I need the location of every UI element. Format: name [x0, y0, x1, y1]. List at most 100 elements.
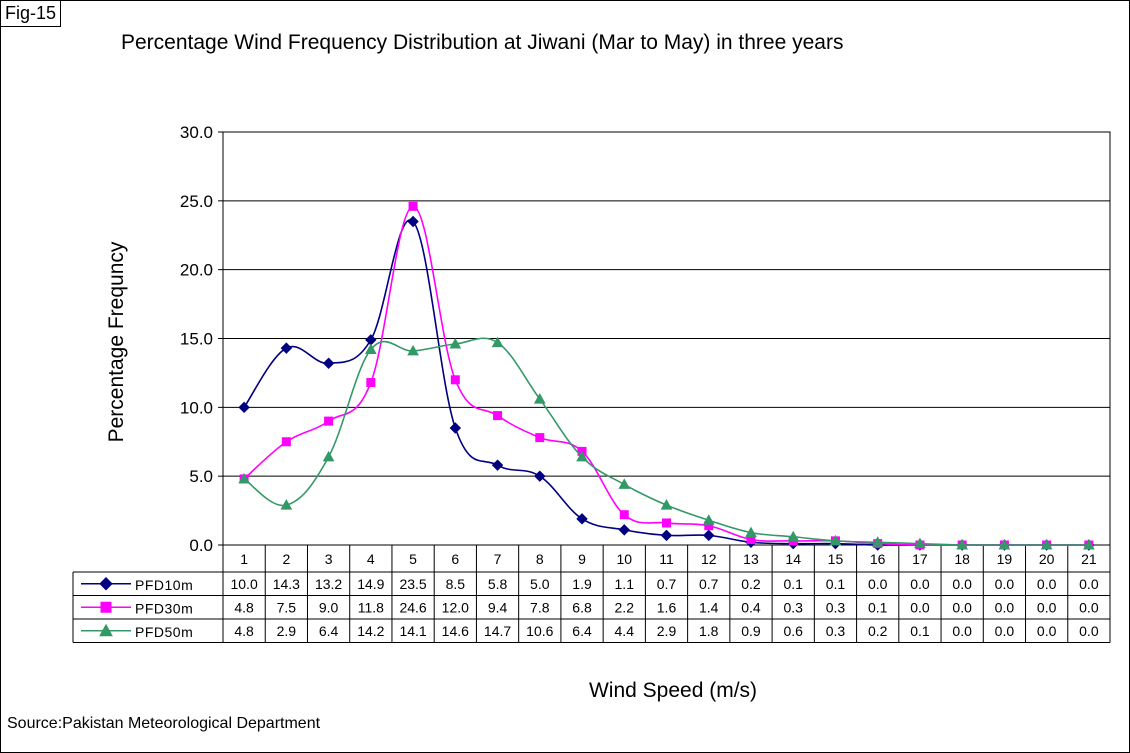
table-cell-pfd50m: 14.6 — [442, 623, 469, 639]
table-cell-pfd10m: 14.9 — [357, 576, 384, 592]
data-point-pfd50m — [660, 499, 673, 510]
data-point-pfd50m — [364, 343, 377, 355]
data-point-pfd30m — [324, 416, 334, 426]
table-cell-pfd50m: 2.9 — [277, 623, 297, 639]
x-tick-label: 18 — [954, 551, 970, 567]
table-cell-pfd30m: 7.8 — [530, 599, 550, 615]
data-point-pfd10m — [449, 422, 462, 434]
table-cell-pfd50m: 0.6 — [783, 623, 803, 639]
table-cell-pfd10m: 5.8 — [488, 576, 508, 592]
table-cell-pfd30m: 24.6 — [399, 599, 426, 615]
table-cell-pfd50m: 10.6 — [526, 623, 553, 639]
legend-marker-pfd30m — [100, 601, 112, 613]
x-tick-label: 8 — [536, 551, 544, 567]
table-cell-pfd30m: 0.0 — [910, 599, 930, 615]
table-cell-pfd50m: 0.9 — [741, 623, 761, 639]
table-cell-pfd50m: 0.0 — [1037, 623, 1057, 639]
table-cell-pfd10m: 5.0 — [530, 576, 550, 592]
x-tick-label: 21 — [1081, 551, 1097, 567]
y-tick-label: 10.0 — [180, 398, 213, 417]
table-cell-pfd10m: 0.1 — [826, 576, 846, 592]
x-tick-label: 16 — [870, 551, 886, 567]
table-cell-pfd10m: 0.0 — [995, 576, 1015, 592]
x-tick-label: 2 — [282, 551, 290, 567]
data-point-pfd30m — [366, 378, 376, 388]
series-line-pfd30m — [243, 205, 1089, 546]
table-cell-pfd30m: 4.8 — [234, 599, 254, 615]
data-point-pfd10m — [407, 215, 419, 228]
table-cell-pfd30m: 1.6 — [657, 599, 677, 615]
data-point-pfd50m — [829, 534, 842, 546]
y-tick-label: 0.0 — [189, 536, 213, 555]
data-point-pfd10m — [322, 357, 335, 369]
legend-label-pfd30m: PFD30m — [135, 600, 193, 616]
y-tick-label: 15.0 — [180, 330, 213, 349]
table-cell-pfd50m: 6.4 — [572, 623, 592, 639]
table-cell-pfd10m: 14.3 — [273, 576, 300, 592]
table-cell-pfd50m: 1.8 — [699, 623, 719, 639]
table-cell-pfd10m: 1.9 — [572, 576, 592, 592]
data-point-pfd50m — [1040, 538, 1053, 550]
x-tick-label: 5 — [409, 551, 417, 567]
table-cell-pfd30m: 0.0 — [1079, 599, 1099, 615]
x-tick-label: 1 — [240, 551, 248, 567]
table-cell-pfd50m: 0.0 — [995, 623, 1015, 639]
data-point-pfd50m — [280, 499, 293, 510]
table-cell-pfd50m: 14.7 — [484, 623, 511, 639]
data-point-pfd10m — [660, 529, 673, 542]
table-cell-pfd10m: 10.0 — [230, 576, 257, 592]
data-point-pfd50m — [956, 538, 969, 550]
data-point-pfd10m — [238, 401, 250, 414]
table-cell-pfd10m: 0.7 — [699, 576, 719, 592]
data-point-pfd50m — [998, 538, 1011, 550]
data-point-pfd30m — [619, 510, 629, 520]
table-cell-pfd10m: 0.1 — [783, 576, 803, 592]
table-cell-pfd50m: 4.8 — [234, 623, 254, 639]
source-note: Source:Pakistan Meteorological Departmen… — [7, 715, 321, 732]
data-point-pfd50m — [871, 536, 884, 547]
table-cell-pfd50m: 0.2 — [868, 623, 888, 639]
x-tick-label: 11 — [659, 551, 674, 567]
y-tick-label: 5.0 — [189, 467, 213, 486]
data-point-pfd50m — [1083, 538, 1095, 550]
data-point-pfd30m — [493, 411, 503, 421]
data-point-pfd10m — [534, 470, 546, 482]
table-cell-pfd30m: 1.4 — [699, 599, 719, 615]
legend-marker-pfd50m — [99, 623, 113, 637]
data-point-pfd50m — [618, 478, 631, 489]
data-point-pfd30m — [535, 433, 545, 443]
table-cell-pfd50m: 0.0 — [952, 623, 972, 639]
table-cell-pfd30m: 0.0 — [952, 599, 972, 615]
table-cell-pfd10m: 0.0 — [952, 576, 972, 592]
data-point-pfd10m — [703, 529, 715, 542]
table-cell-pfd30m: 0.3 — [783, 599, 803, 615]
data-point-pfd50m — [914, 537, 926, 549]
legend-marker-pfd10m — [99, 577, 113, 591]
data-point-pfd50m — [238, 472, 250, 484]
table-cell-pfd10m: 0.0 — [910, 576, 930, 592]
table-cell-pfd30m: 2.2 — [615, 599, 635, 615]
x-tick-label: 12 — [701, 551, 717, 567]
data-point-pfd50m — [745, 526, 757, 538]
data-point-pfd50m — [491, 336, 504, 348]
table-cell-pfd50m: 14.1 — [399, 623, 426, 639]
table-cell-pfd10m: 0.0 — [868, 576, 888, 592]
table-cell-pfd30m: 11.8 — [358, 599, 384, 615]
table-cell-pfd50m: 14.2 — [357, 623, 384, 639]
data-point-pfd50m — [322, 450, 335, 462]
chart-title: Percentage Wind Frequency Distribution a… — [121, 31, 844, 54]
data-point-pfd50m — [702, 514, 715, 525]
x-tick-label: 20 — [1039, 551, 1055, 567]
x-tick-label: 3 — [325, 551, 333, 567]
data-point-pfd50m — [449, 337, 462, 349]
data-point-pfd30m — [408, 201, 418, 211]
data-point-pfd30m — [281, 437, 291, 447]
x-tick-label: 4 — [367, 551, 375, 567]
x-tick-label: 9 — [578, 551, 586, 567]
table-cell-pfd50m: 0.0 — [1079, 623, 1099, 639]
data-point-pfd10m — [491, 459, 504, 471]
table-cell-pfd30m: 0.0 — [995, 599, 1015, 615]
data-point-pfd10m — [280, 342, 293, 354]
y-tick-label: 25.0 — [180, 192, 213, 211]
